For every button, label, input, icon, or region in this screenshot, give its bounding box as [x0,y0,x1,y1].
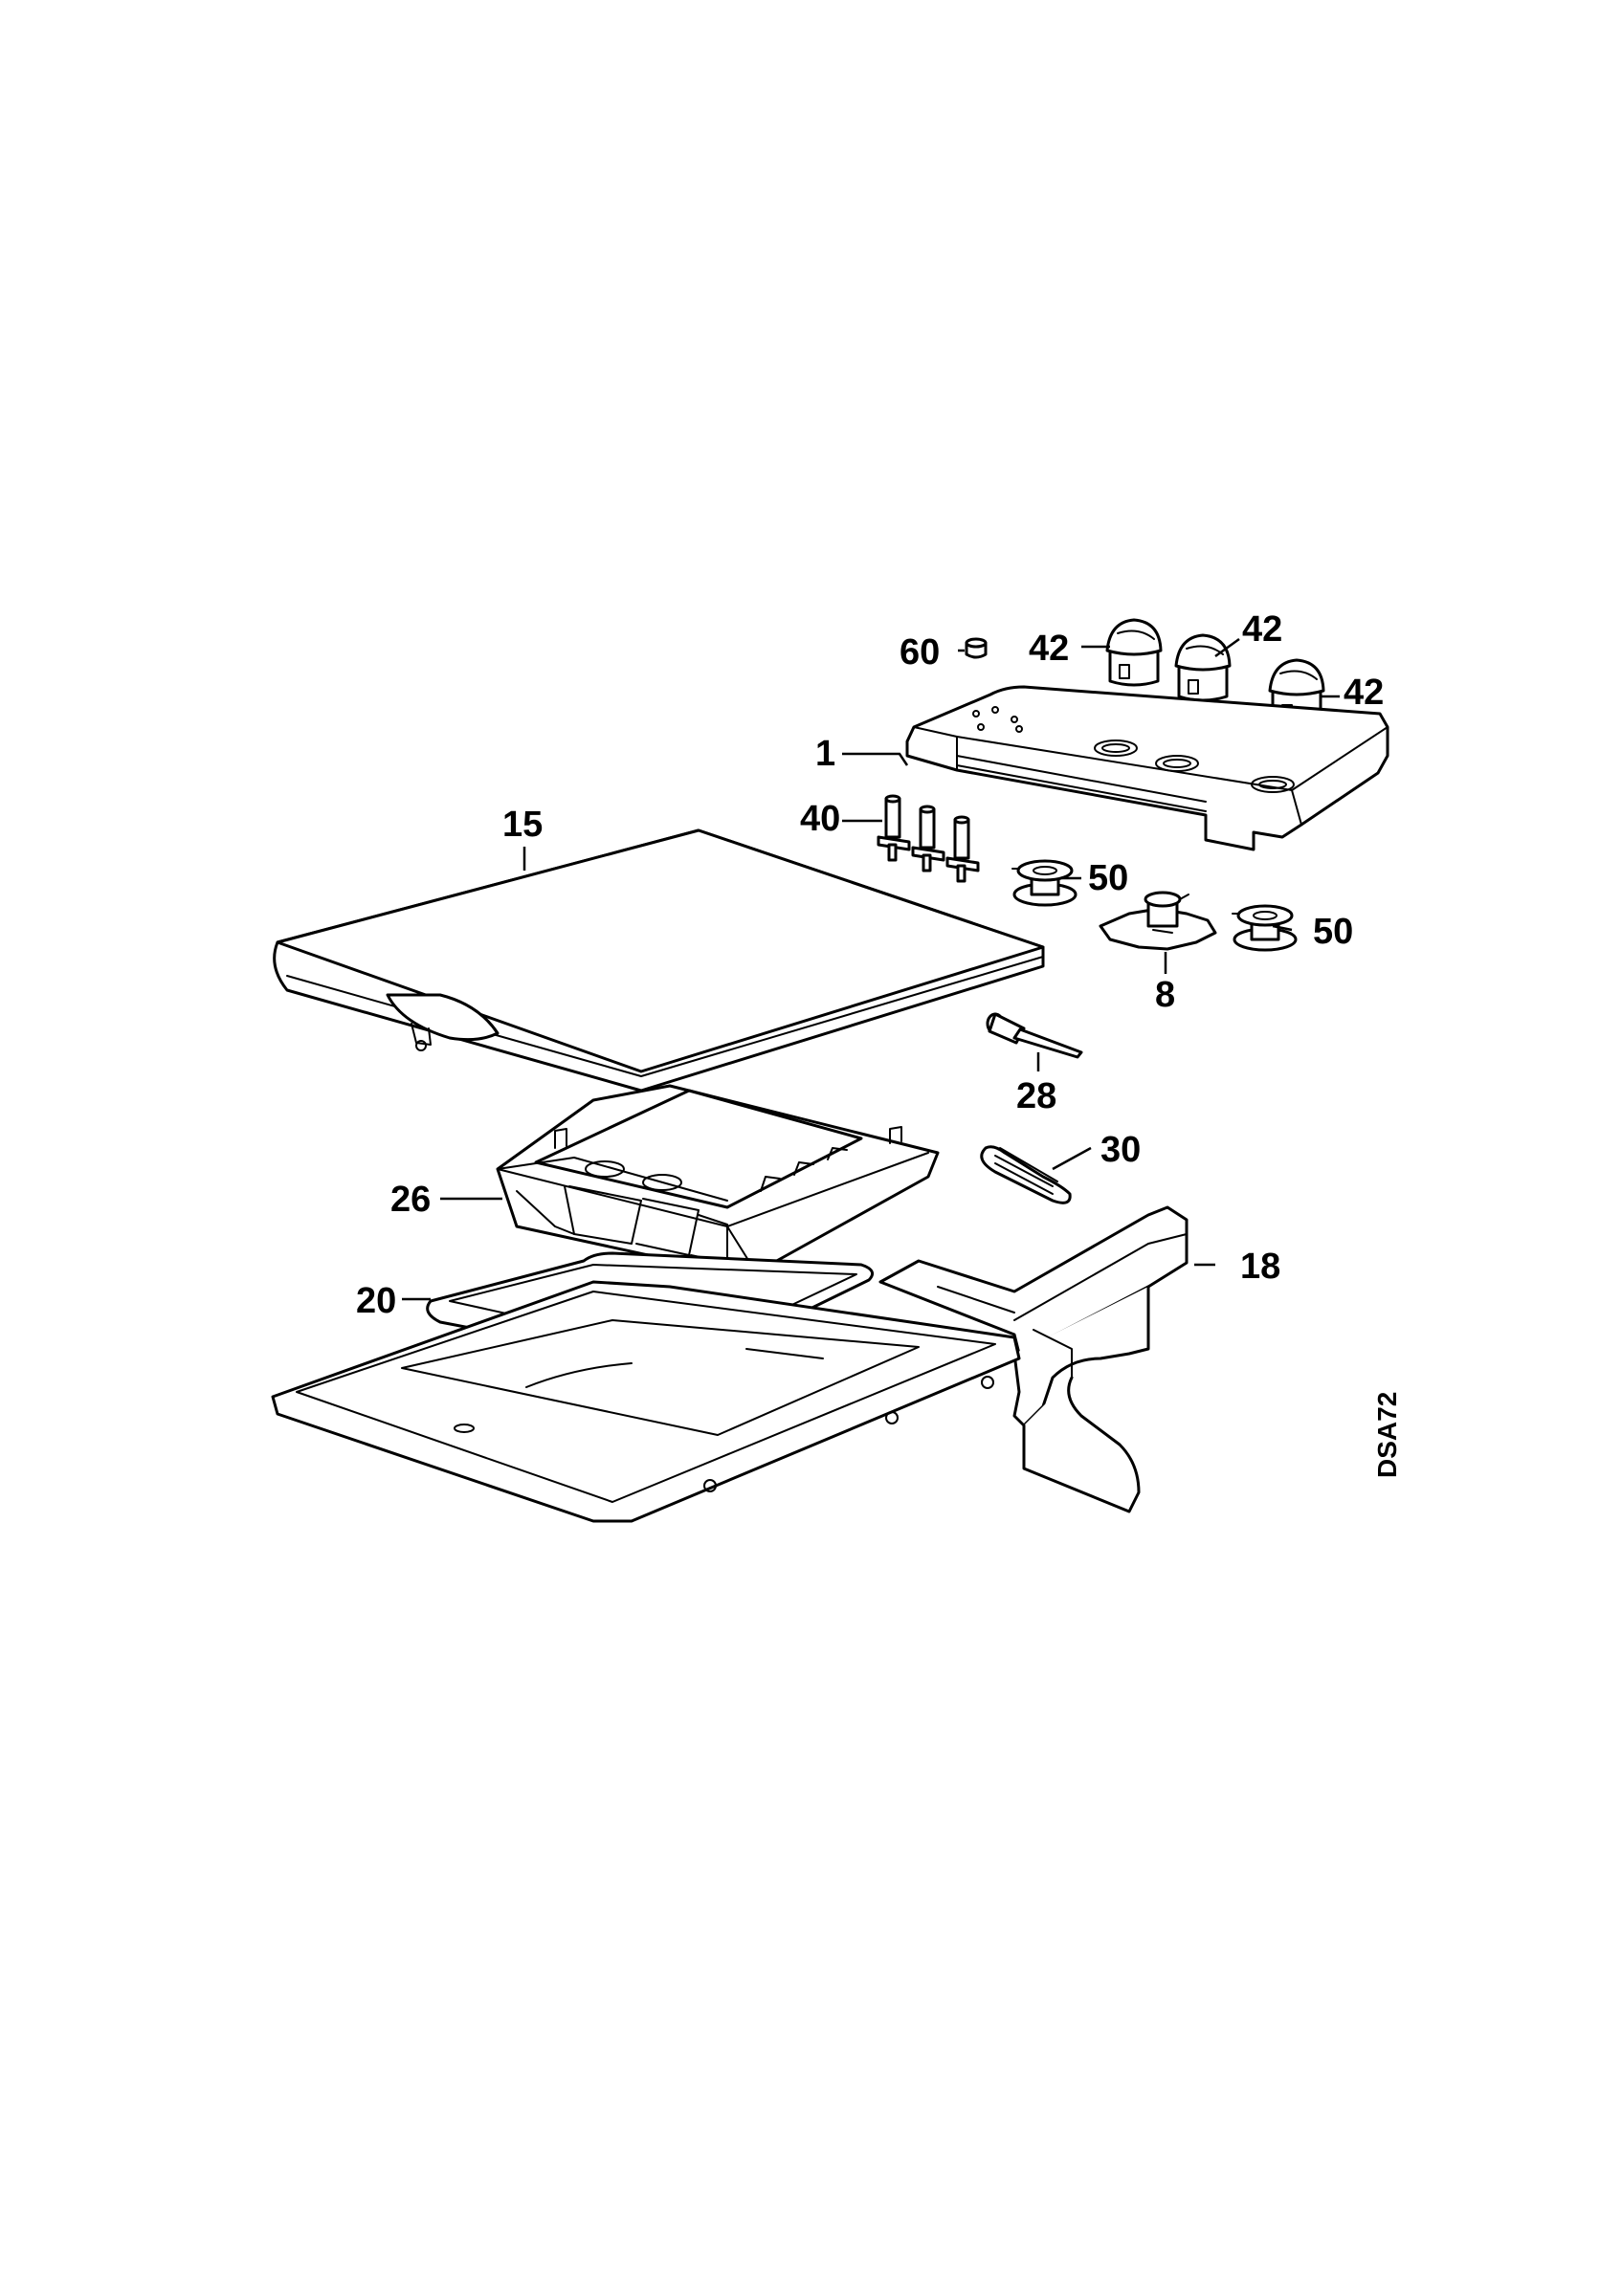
part-40-push-button [877,794,911,862]
callout-42: 42 [1242,609,1282,650]
callout-26: 26 [390,1180,431,1220]
part-50-valve [1011,859,1078,907]
callout-20: 20 [356,1281,396,1321]
part-8-selector [1099,891,1217,951]
callout-30: 30 [1100,1130,1141,1170]
callout-1: 1 [815,734,835,774]
leader-lines [402,637,1340,1301]
callout-18: 18 [1240,1247,1280,1287]
callout-15: 15 [502,805,543,845]
part-18-channel [878,1205,1189,1513]
part-28-pin [986,1012,1083,1059]
part-40-push-button [911,805,945,872]
callout-40: 40 [800,799,840,839]
part-30-grille [980,1145,1072,1204]
callout-50: 50 [1088,858,1128,898]
top-panel-base [271,1280,1021,1523]
callout-28: 28 [1016,1076,1056,1116]
part-1-control-panel [905,685,1389,851]
callout-42: 42 [1029,629,1069,669]
drawing-code: DSA72 [1372,1392,1402,1478]
part-60-cap [965,637,988,659]
part-15-lid [273,828,1045,1093]
part-40-push-button [945,815,980,883]
part-42-knob [1174,633,1232,702]
callout-50: 50 [1313,912,1353,952]
part-26-dispenser-drawer [496,1084,940,1274]
callout-60: 60 [900,632,940,673]
part-50-valve [1232,904,1298,952]
callout-8: 8 [1155,975,1175,1015]
callout-42: 42 [1344,673,1384,713]
part-42-knob [1105,618,1163,687]
